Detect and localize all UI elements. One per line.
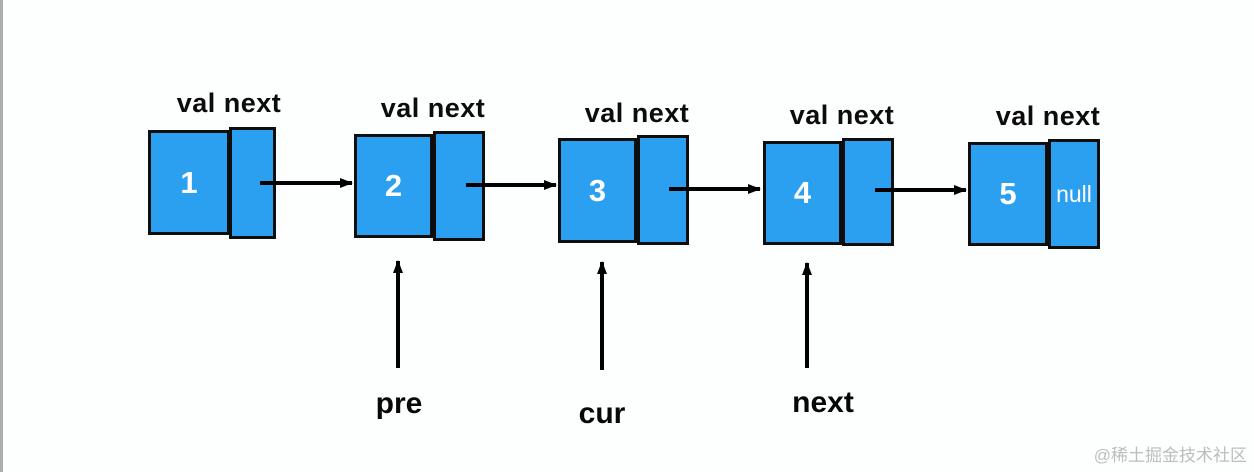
node-3-val: 3 <box>588 172 607 208</box>
node-5-header: val next <box>995 101 1101 131</box>
node-5-val: 5 <box>999 176 1017 211</box>
node-2-header: val next <box>380 93 486 123</box>
node-5-next-box: null <box>1048 139 1100 249</box>
cur-pointer-label: cur <box>578 397 626 430</box>
node-1-next-box <box>229 127 276 239</box>
node-4-header: val next <box>789 100 895 130</box>
node-3-header: val next <box>584 98 690 128</box>
node-3-next-box <box>637 135 689 245</box>
node-1-header: val next <box>176 88 282 118</box>
node-4-next-box <box>842 138 894 246</box>
left-edge-divider <box>0 0 3 472</box>
watermark: @稀土掘金技术社区 <box>1093 446 1247 465</box>
node-4-val-box: 4 <box>763 141 842 245</box>
node-4-val: 4 <box>793 175 812 210</box>
node-2-val-box: 2 <box>354 134 433 238</box>
node-3-val-box: 3 <box>558 138 637 243</box>
node-5-next: null <box>1056 180 1092 207</box>
node-1-val-box: 1 <box>148 130 230 235</box>
node-2-next-box <box>433 131 485 241</box>
node-1-val: 1 <box>180 164 198 200</box>
node-2-val: 2 <box>384 168 403 203</box>
next-pointer-label: next <box>792 386 854 419</box>
pre-pointer-label: pre <box>375 387 423 420</box>
node-5-val-box: 5 <box>968 142 1048 246</box>
